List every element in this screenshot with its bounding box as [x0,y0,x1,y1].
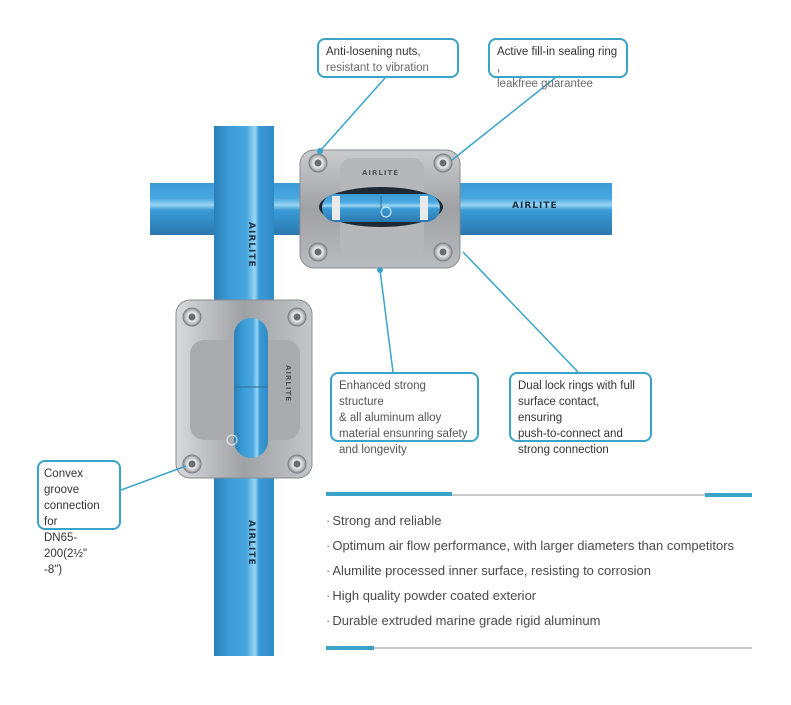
leader-convex-groove [120,465,187,491]
leader-structure [379,269,394,373]
callout-line: Convex groove [44,468,83,496]
leader-dot-anti-losening [317,148,323,154]
callout-line: DN65-200(2½" [44,532,88,560]
brand-label-vertical-pipe-bottom: AIRLITE [246,520,256,566]
callout-sealing-ring: Active fill-in sealing ring , leakfree g… [488,38,628,90]
bullet-icon: · [326,513,331,528]
leader-sealing-ring [451,77,556,161]
callout-line: connection for [44,500,100,528]
brand-label-upper-fitting: AIRLITE [362,169,399,177]
divider-bottom-base [326,647,752,649]
feature-text: Alumilite processed inner surface, resis… [332,563,651,578]
brand-label-lower-fitting: AIRLITE [284,365,292,402]
callout-line: resistant to vibration [326,62,429,74]
divider-bottom-accent [326,646,374,650]
leader-anti-losening [319,77,386,152]
callout-line: and longevity [339,444,407,456]
feature-text: Strong and reliable [332,513,442,528]
callout-line: Anti-losening nuts, [326,46,421,58]
callout-line: strong connection [518,444,609,456]
bullet-icon: · [326,613,331,628]
feature-item: ·Alumilite processed inner surface, resi… [326,561,734,586]
feature-item: ·High quality powder coated exterior [326,586,734,611]
leader-dot-structure [377,267,383,273]
bullet-icon: · [326,563,331,578]
divider-top-base [326,494,752,496]
divider-top-accent-left [326,492,452,496]
brand-label-vertical-pipe-top: AIRLITE [246,222,256,268]
callout-convex-groove: Convex groove connection for DN65-200(2½… [37,460,121,576]
callout-anti-losening-nuts: Anti-losening nuts, resistant to vibrati… [317,38,459,78]
bullet-icon: · [326,588,331,603]
feature-text: High quality powder coated exterior [332,588,537,603]
leader-lock-rings [462,251,579,373]
upper-coupling-fitting [299,149,461,269]
callout-line: leakfree guarantee [497,78,593,90]
feature-text: Optimum air flow performance, with large… [332,538,735,553]
callout-line: push-to-connect and [518,428,623,440]
feature-list: ·Strong and reliable ·Optimum air flow p… [326,511,734,636]
lower-coupling-fitting [175,299,313,479]
callout-line: Dual lock rings with full [518,380,635,392]
feature-item: ·Strong and reliable [326,511,734,536]
feature-text: Durable extruded marine grade rigid alum… [332,613,601,628]
callout-line: Enhanced strong structure [339,380,426,408]
callout-dual-lock-rings: Dual lock rings with full surface contac… [509,372,652,456]
callout-line: surface contact, ensuring [518,396,600,424]
callout-line: Active fill-in sealing ring , [497,46,618,74]
callout-line: & all aluminum alloy [339,412,442,424]
feature-item: ·Optimum air flow performance, with larg… [326,536,734,561]
callout-line: material ensunring safety [339,428,468,440]
callout-enhanced-structure: Enhanced strong structure & all aluminum… [330,372,479,456]
callout-line: -8") [44,564,63,576]
leader-lines [120,77,579,491]
feature-item: ·Durable extruded marine grade rigid alu… [326,611,734,636]
divider-top-accent-right [705,493,752,497]
bullet-icon: · [326,538,331,553]
brand-label-horizontal-pipe: AIRLITE [512,201,558,211]
